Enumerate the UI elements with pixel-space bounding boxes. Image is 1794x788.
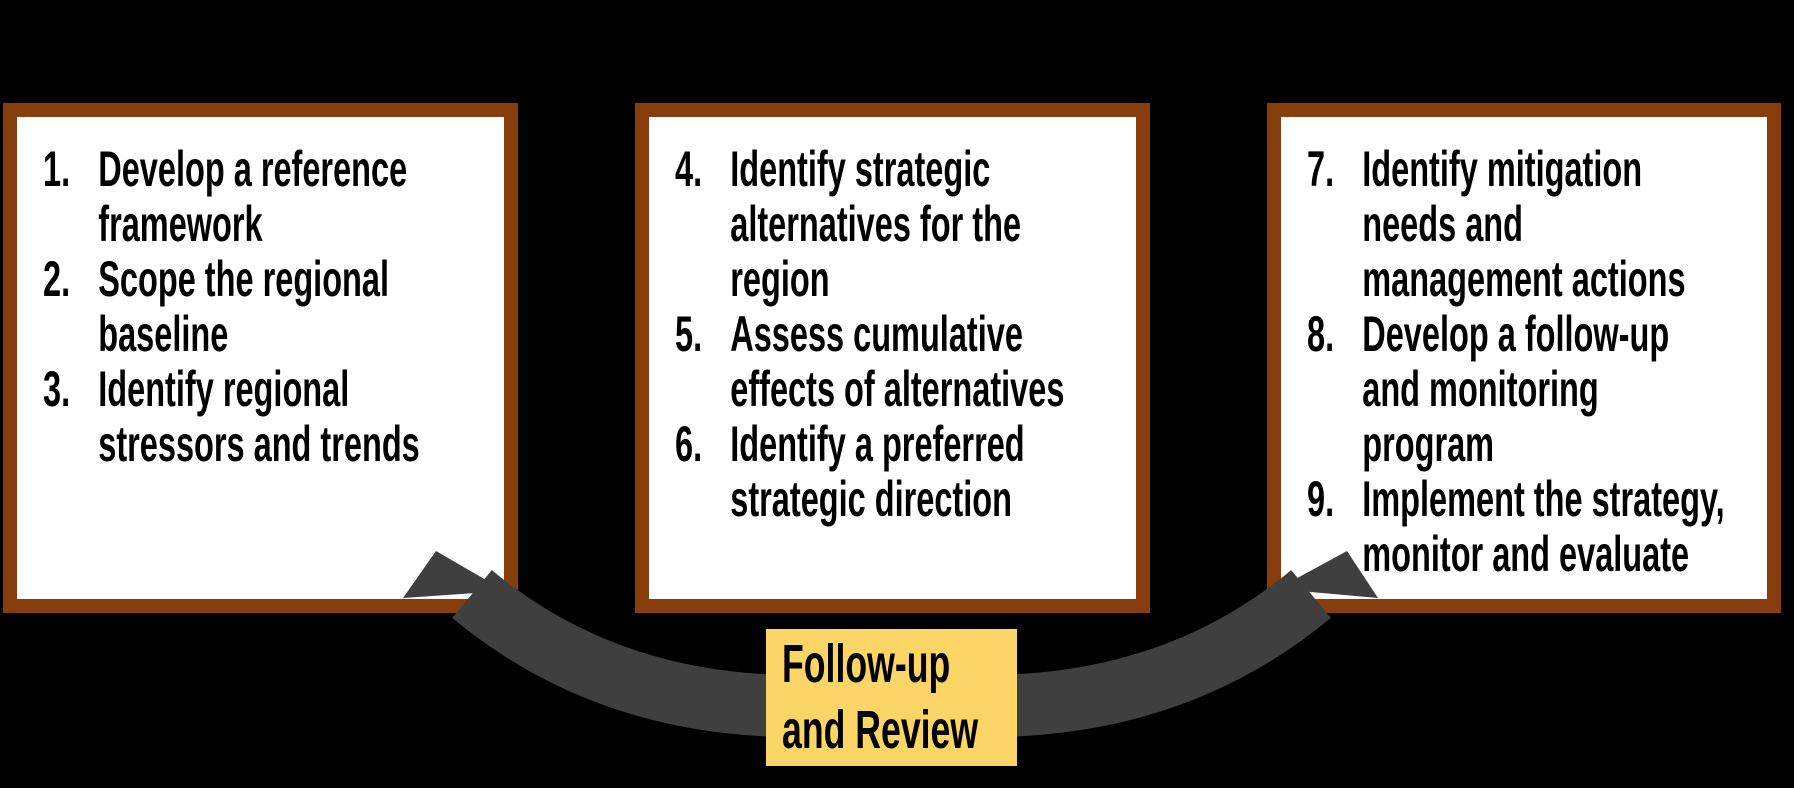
arrow-right-head-icon [1277, 551, 1378, 598]
step-text: Develop a follow-up and monitoring progr… [1362, 306, 1670, 472]
process-box-steps-7-9: 7. Identify mitigation needs and managem… [1267, 103, 1781, 613]
step-text: Scope the regional baseline [98, 251, 390, 362]
step-item: 2. Scope the regional baseline [43, 252, 537, 362]
step-item: 7. Identify mitigation needs and managem… [1307, 142, 1794, 307]
step-item: 8. Develop a follow-up and monitoring pr… [1307, 307, 1794, 472]
step-number: 7. [1307, 141, 1335, 197]
label-line-1: Follow-up [782, 634, 951, 694]
step-text: Identify a preferred strategic direction [730, 416, 1025, 527]
step-text: Implement the strategy, monitor and eval… [1362, 471, 1725, 582]
step-text: Identify mitigation needs and management… [1362, 141, 1686, 307]
step-number: 1. [43, 141, 71, 197]
follow-up-review-text: Follow-up and Review [782, 631, 1033, 763]
step-list-1: 1. Develop a reference framework 2. Scop… [43, 142, 537, 472]
step-item: 1. Develop a reference framework [43, 142, 537, 252]
step-number: 6. [675, 416, 703, 472]
step-text: Identify strategic alternatives for the … [730, 141, 1022, 307]
step-item: 9. Implement the strategy, monitor and e… [1307, 472, 1794, 582]
follow-up-review-label: Follow-up and Review [766, 629, 1017, 766]
arrow-left-head-icon [403, 551, 505, 598]
step-text: Assess cumulative effects of alternative… [730, 306, 1065, 417]
step-number: 5. [675, 306, 703, 362]
step-number: 8. [1307, 306, 1335, 362]
step-list-2: 4. Identify strategic alternatives for t… [675, 142, 1169, 527]
process-box-steps-1-3: 1. Develop a reference framework 2. Scop… [3, 103, 518, 613]
step-item: 3. Identify regional stressors and trend… [43, 362, 537, 472]
process-box-steps-4-6: 4. Identify strategic alternatives for t… [635, 103, 1150, 613]
step-text: Develop a reference framework [98, 141, 408, 252]
step-item: 4. Identify strategic alternatives for t… [675, 142, 1169, 307]
step-list-3: 7. Identify mitigation needs and managem… [1307, 142, 1794, 582]
step-item: 5. Assess cumulative effects of alternat… [675, 307, 1169, 417]
step-number: 2. [43, 251, 71, 307]
label-line-2: and Review [782, 700, 979, 760]
step-number: 3. [43, 361, 71, 417]
step-text: Identify regional stressors and trends [98, 361, 420, 472]
step-number: 9. [1307, 471, 1335, 527]
step-number: 4. [675, 141, 703, 197]
step-item: 6. Identify a preferred strategic direct… [675, 417, 1169, 527]
